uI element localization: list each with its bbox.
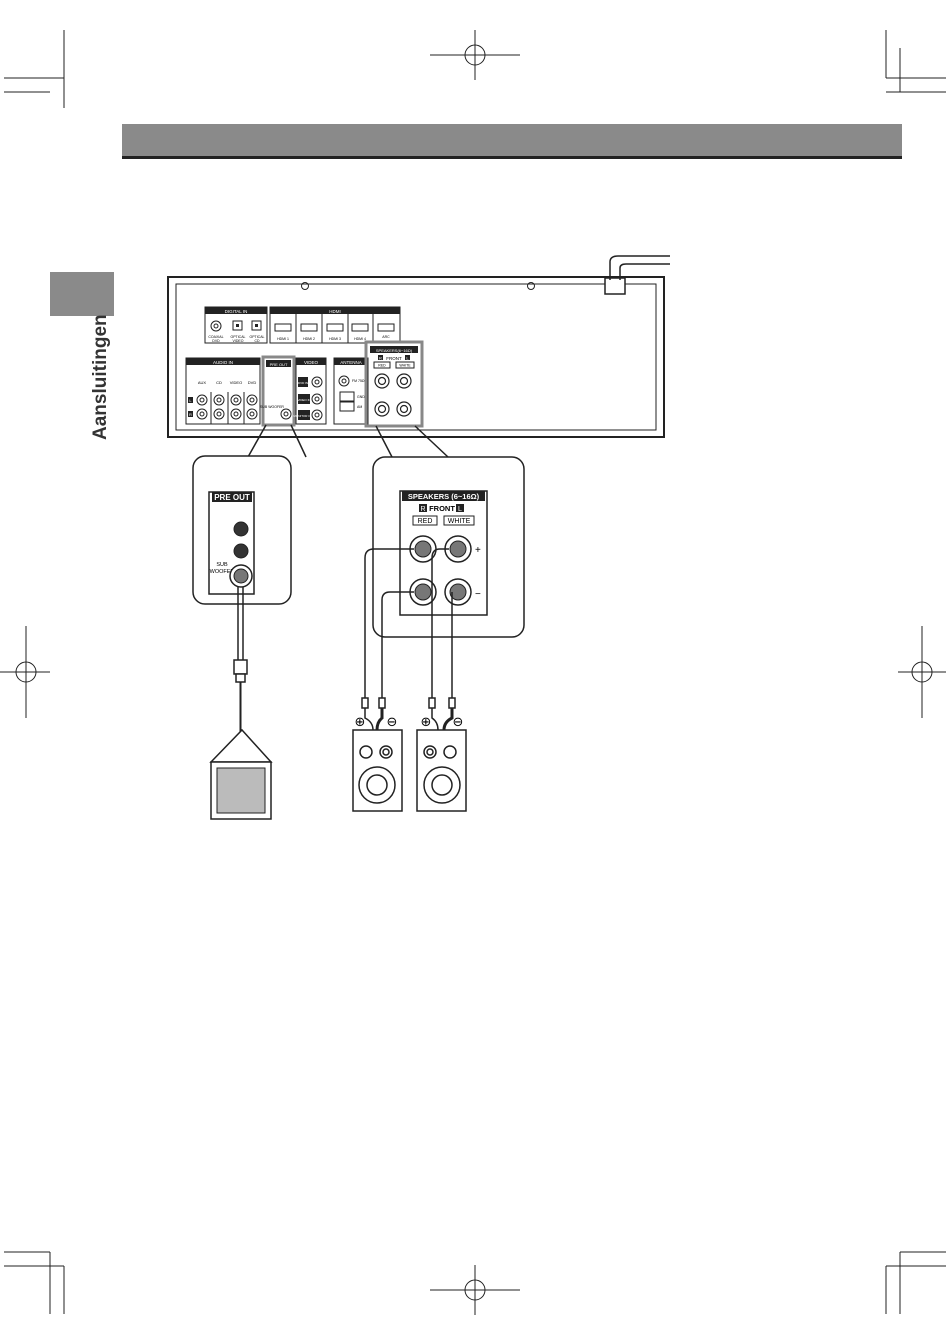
optical2-sub-label: CD [254,339,260,343]
panel-speaker-terminals [374,373,412,417]
speaker-r-minus-symbol: ⊖ [387,714,398,729]
speaker-right [352,729,403,812]
callout-speakers-title: SPEAKERS (6~16Ω) [408,492,480,501]
callout-pre-out-title: PRE OUT [214,493,250,502]
speaker-l-plus-symbol: ⊕ [421,714,432,729]
callout-sub-line2: WOOFER [210,569,235,575]
hdmi-label: HDMI [329,309,341,314]
section-side-tab [50,272,114,316]
section-header-bar [122,124,902,159]
crop-marks [4,30,946,1314]
video-in-label: VIDEO IN [297,398,310,402]
panel-front-r-badge: R [379,356,382,361]
callout-white-label: WHITE [448,518,471,525]
callout-front-label: FRONT [429,504,455,513]
speaker-r-plus-symbol: ⊕ [355,714,366,729]
subwoofer-cable [233,587,248,752]
panel-pre-out-label: PRE OUT [270,362,288,367]
panel-front-l-badge: L [406,356,409,361]
audio-in-cd-label: CD [216,380,222,385]
speaker-left [416,729,467,812]
video-label: VIDEO [304,360,319,365]
gnd-label: GND [357,395,365,399]
dvd-in-label: DVD IN [298,381,308,385]
receiver-rear-panel: DIGITAL IN COAXIAL DVD OPTICAL VIDEO OPT… [167,255,670,438]
hdmi-ports: HDMI 1 HDMI 2 HDMI 3 HDMI 4 ARC [274,314,395,343]
speaker-wires [364,548,453,700]
callout-speaker-terminals [409,535,472,606]
fm-label: FM 75Ω [352,379,365,383]
callout-red-label: RED [418,518,433,525]
hdmi-arc-label: ARC [382,335,390,339]
am-label: AM [357,405,362,409]
hdmi-port-4-label: HDMI 4 [354,337,366,341]
callout-badge-l: L [458,506,462,513]
audio-in-label: AUDIO IN [213,360,233,365]
digital-in-label: DIGITAL IN [225,309,248,314]
panel-speakers-label: SPEAKERS(6~16Ω) [376,348,413,353]
optical1-label: OPTICAL [231,335,246,339]
callout-connectors [247,424,449,458]
coaxial-sub-label: DVD [212,339,220,343]
callout-minus-label: − [475,589,481,600]
callout-plus-label: + [475,545,481,556]
optical2-label: OPTICAL [250,335,265,339]
panel-front-label: FRONT [386,356,402,361]
subwoofer [209,728,273,820]
monitor-out-label: MONITOR OUT [293,414,314,418]
callout-badge-r: R [420,506,425,513]
coaxial-label: COAXIAL [208,335,223,339]
speaker-l-minus-symbol: ⊖ [453,714,464,729]
panel-white-label: WHITE [399,364,411,368]
callout-sub-line1: SUB [216,562,228,568]
registration-targets [0,30,946,1315]
audio-in-video-label: VIDEO [230,380,242,385]
speaker-connectors [361,697,456,731]
panel-sub-woofer-label: SUB WOOFER [260,405,284,409]
audio-l-badge: L [189,398,192,403]
optical1-sub-label: VIDEO [233,339,244,343]
audio-in-dvd-label: DVD [248,380,257,385]
audio-r-badge: R [189,412,192,417]
pre-out-callout: PRE OUT SUB WOOFER [192,455,292,605]
speakers-callout: SPEAKERS (6~16Ω) R FRONT L RED WHITE + − [372,456,525,638]
hdmi-port-2-label: HDMI 2 [303,337,315,341]
antenna-label: ANTENNA [340,360,362,365]
audio-in-jacks [196,392,258,424]
hdmi-port-3-label: HDMI 3 [329,337,341,341]
hdmi-port-1-label: HDMI 1 [277,337,289,341]
audio-in-aux-label: AUX [198,380,207,385]
panel-red-label: RED [378,364,386,368]
